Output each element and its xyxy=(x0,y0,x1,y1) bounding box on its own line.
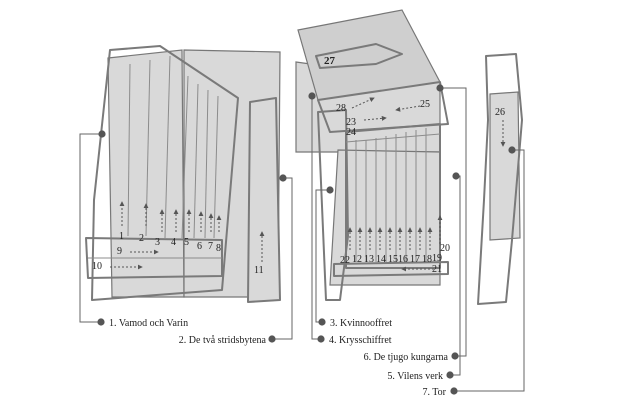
num-11: 11 xyxy=(254,265,264,276)
num-9: 9 xyxy=(117,246,122,257)
num-20: 20 xyxy=(440,243,450,254)
num-13: 13 xyxy=(364,254,374,265)
num-18: 18 xyxy=(422,254,432,265)
num-2: 2 xyxy=(139,233,144,244)
num-8: 8 xyxy=(216,243,221,254)
num-26: 26 xyxy=(495,107,505,118)
num-22: 22 xyxy=(340,255,350,266)
num-28: 28 xyxy=(336,103,346,114)
num-6: 6 xyxy=(197,241,202,252)
middle-face xyxy=(295,9,449,301)
legend-7: 7. Tor xyxy=(422,387,446,398)
legend-3: 3. Kvinnooffret xyxy=(330,318,392,329)
num-12: 12 xyxy=(352,254,362,265)
middle-stripes xyxy=(345,128,441,262)
legend-5: 5. Vilens verk xyxy=(387,371,443,382)
front-face xyxy=(85,45,281,303)
num-7: 7 xyxy=(208,241,213,252)
num-19: 19 xyxy=(432,253,442,264)
legend-1: 1. Vamod och Varin xyxy=(109,318,188,329)
num-15: 15 xyxy=(388,254,398,265)
num-3: 3 xyxy=(155,237,160,248)
num-10: 10 xyxy=(92,261,102,272)
reading-arrows xyxy=(110,97,506,272)
num-24: 24 xyxy=(346,127,356,138)
num-27: 27 xyxy=(324,55,336,67)
num-1: 1 xyxy=(119,231,124,242)
num-21: 21 xyxy=(432,264,442,275)
num-5: 5 xyxy=(184,237,189,248)
num-16: 16 xyxy=(398,254,408,265)
right-face xyxy=(477,53,523,305)
num-23: 23 xyxy=(346,117,356,128)
legend: 1. Vamod och Varin 2. De två stridsbyten… xyxy=(109,318,449,398)
legend-4: 4. Krysschiffret xyxy=(329,335,392,346)
front-stripes xyxy=(88,55,222,259)
num-25: 25 xyxy=(420,99,430,110)
num-4: 4 xyxy=(171,237,176,248)
num-17: 17 xyxy=(410,254,420,265)
legend-6: 6. De tjugo kungarna xyxy=(364,352,449,363)
num-14: 14 xyxy=(376,254,386,265)
leader-dots xyxy=(97,84,516,395)
legend-2: 2. De två stridsbytena xyxy=(179,335,267,346)
section-numbers: 1 2 3 4 5 6 7 8 9 10 11 12 13 14 15 16 1… xyxy=(92,55,505,276)
